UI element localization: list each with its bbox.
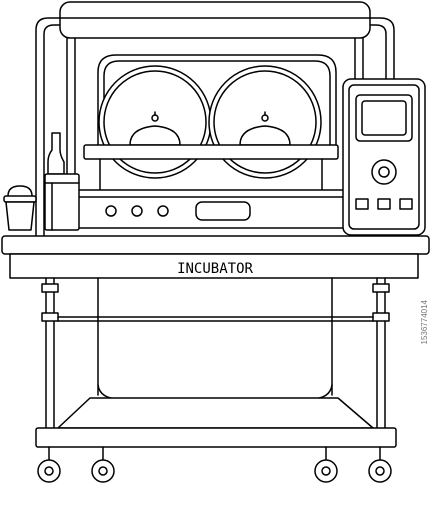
bottle-icon	[44, 132, 80, 231]
bucket-icon	[3, 185, 37, 231]
baby-silhouette-icon	[129, 111, 181, 146]
cabinet-top	[1, 235, 430, 279]
wheel-icon	[314, 446, 338, 483]
stock-id: 1536774014	[420, 300, 429, 345]
mattress-tray	[83, 144, 339, 191]
wheel-icon	[37, 446, 61, 483]
wheel-icon	[368, 446, 392, 483]
incubator-label: INCUBATOR	[177, 261, 253, 277]
bottom-shelf	[35, 397, 397, 448]
porthole-right	[208, 65, 322, 179]
stand-frame	[41, 277, 390, 429]
porthole-left	[98, 65, 212, 179]
base-unit	[59, 189, 359, 229]
hood-frame	[59, 1, 371, 39]
wheel-icon	[91, 446, 115, 483]
baby-silhouette-icon	[239, 111, 291, 146]
control-monitor-icon	[342, 78, 426, 236]
